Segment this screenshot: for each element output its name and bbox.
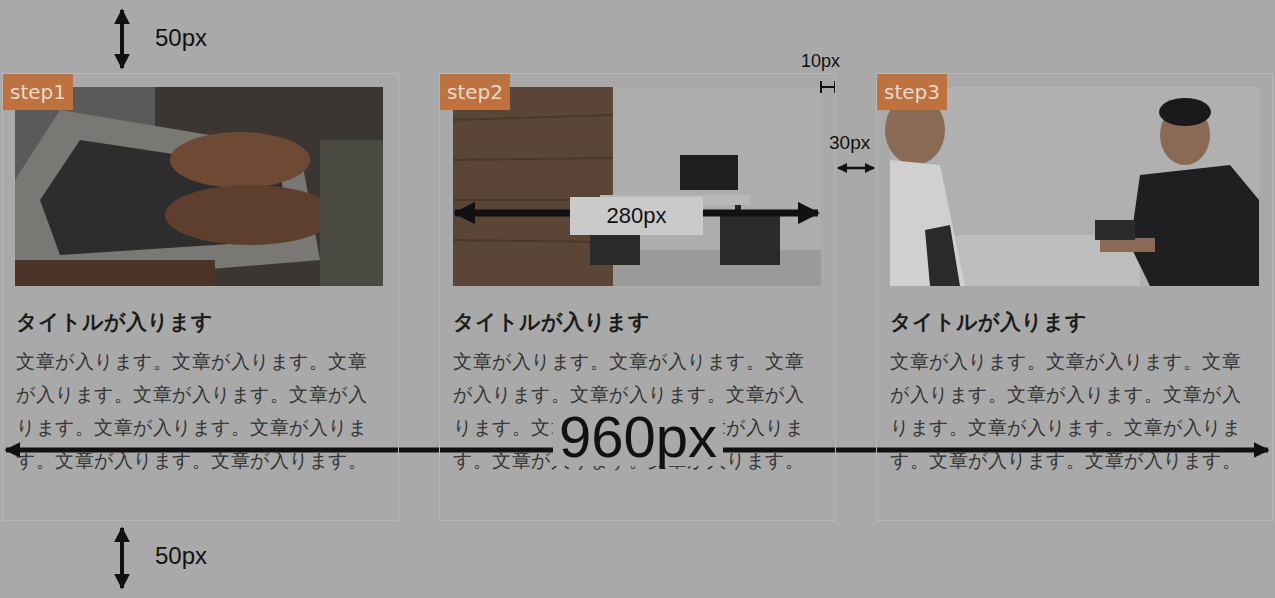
dimension-arrow	[120, 528, 124, 588]
step-card: タイトルが入ります文章が入ります。文章が入ります。文章が入ります。文章が入ります…	[876, 73, 1273, 521]
card-title: タイトルが入ります	[453, 308, 823, 336]
card-title: タイトルが入ります	[16, 308, 386, 336]
dimension-label: 30px	[829, 133, 870, 152]
gap-bracket	[820, 81, 836, 93]
dimension-arrow	[838, 167, 874, 170]
dimension-label: 280px	[570, 197, 703, 235]
dimension-label: 50px	[155, 544, 207, 568]
step-badge: step1	[3, 74, 73, 110]
dimension-arrow	[120, 10, 124, 68]
step-label: step3	[884, 80, 940, 104]
step-card: タイトルが入ります文章が入ります。文章が入ります。文章が入ります。文章が入ります…	[2, 73, 399, 521]
step-badge: step2	[440, 74, 510, 110]
step-label: step2	[447, 80, 503, 104]
meeting-room-photo	[453, 87, 821, 286]
dimension-label: 50px	[155, 26, 207, 50]
step-badge: step3	[877, 74, 947, 110]
dimension-label: 960px	[553, 408, 723, 466]
card-title: タイトルが入ります	[890, 308, 1260, 336]
step-label: step1	[10, 80, 66, 104]
interview-photo	[885, 87, 1259, 286]
card-body: 文章が入ります。文章が入ります。文章が入ります。文章が入ります。文章が入ります。…	[16, 345, 386, 477]
laptop-photo	[15, 87, 383, 286]
dimension-label: 10px	[801, 52, 840, 70]
card-body: 文章が入ります。文章が入ります。文章が入ります。文章が入ります。文章が入ります。…	[890, 345, 1260, 477]
